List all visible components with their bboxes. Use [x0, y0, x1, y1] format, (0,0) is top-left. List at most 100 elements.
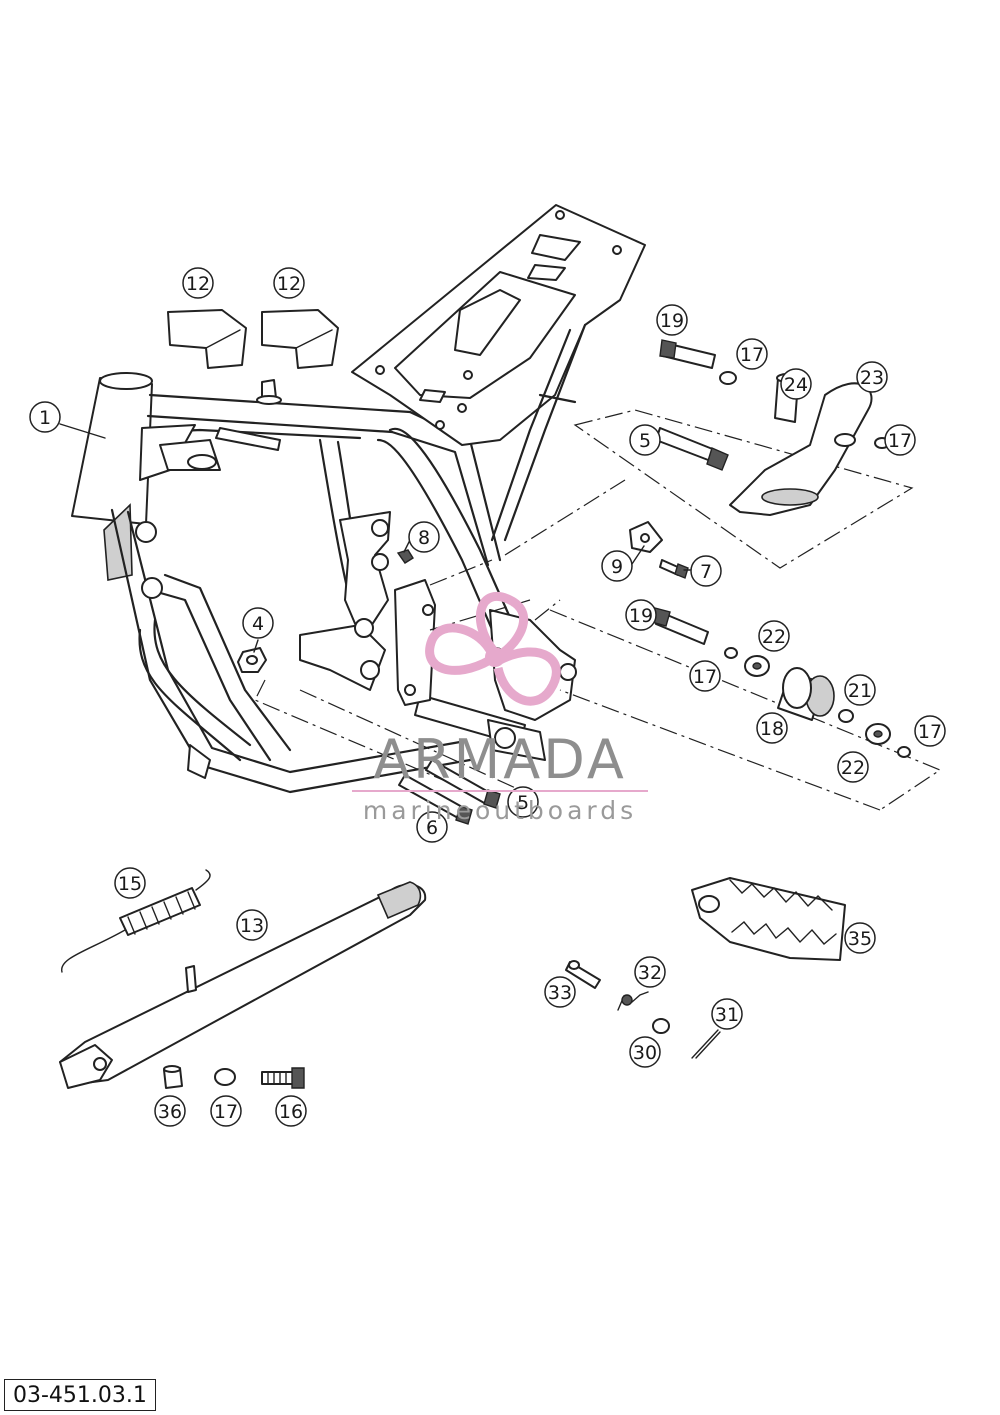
- callout-number: 22: [762, 626, 786, 648]
- roller-assembly: [651, 607, 911, 758]
- callout-circle: [856, 361, 888, 393]
- callout-17: 17: [914, 715, 946, 747]
- callout-circle: [736, 338, 768, 370]
- callout-number: 17: [888, 430, 912, 452]
- callout-number: 21: [848, 680, 872, 702]
- callout-circle: [408, 521, 440, 553]
- callout-6: 6: [416, 811, 448, 843]
- callout-circle: [182, 267, 214, 299]
- callout-number: 7: [700, 561, 712, 583]
- callout-circle: [756, 712, 788, 744]
- callout-number: 12: [186, 273, 210, 295]
- callout-circle: [844, 674, 876, 706]
- callout-24: 24: [780, 368, 812, 400]
- callout-30: 30: [629, 1036, 661, 1068]
- peg-hardware: [565, 960, 721, 1059]
- callout-circle: [416, 811, 448, 843]
- bracket-assembly: [655, 339, 890, 516]
- callout-number: 6: [426, 817, 438, 839]
- callout-12: 12: [182, 267, 214, 299]
- callout-circle: [656, 304, 688, 336]
- callout-number: 31: [715, 1004, 739, 1026]
- callout-number: 18: [760, 718, 784, 740]
- main-frame: [71, 204, 646, 794]
- callout-circle: [711, 998, 743, 1030]
- callout-number: 1: [39, 407, 51, 429]
- callout-23: 23: [856, 361, 888, 393]
- callout-13: 13: [236, 909, 268, 941]
- callout-4: 4: [242, 607, 274, 639]
- callout-number: 4: [252, 613, 264, 635]
- callout-number: 19: [629, 605, 653, 627]
- watermark-sub-text: marineoutboards: [362, 796, 638, 825]
- callout-number: 15: [118, 873, 142, 895]
- callout-circle: [884, 424, 916, 456]
- drawing-code-label: 03-451.03.1: [4, 1379, 156, 1411]
- callout-circle: [837, 751, 869, 783]
- callout-number: 30: [633, 1042, 657, 1064]
- callout-17: 17: [210, 1095, 242, 1127]
- pads-12: [167, 309, 339, 369]
- callout-number: 5: [517, 792, 529, 814]
- callout-number: 35: [848, 928, 872, 950]
- callout-7: 7: [690, 555, 722, 587]
- watermark-logo-icon: [425, 591, 561, 706]
- callout-number: 16: [279, 1101, 303, 1123]
- callout-32: 32: [634, 956, 666, 988]
- callout-number: 33: [548, 982, 572, 1004]
- callout-number: 17: [918, 721, 942, 743]
- callout-number: 32: [638, 962, 662, 984]
- callout-17: 17: [736, 338, 768, 370]
- callout-35: 35: [844, 922, 876, 954]
- callout-circle: [154, 1095, 186, 1127]
- callout-31: 31: [711, 998, 743, 1030]
- callout-circle: [29, 401, 61, 433]
- callout-circle: [634, 956, 666, 988]
- callout-number: 19: [660, 310, 684, 332]
- callout-16: 16: [275, 1095, 307, 1127]
- callout-circle: [629, 424, 661, 456]
- callout-5: 5: [629, 424, 661, 456]
- stand-hardware: [163, 1065, 305, 1089]
- callout-19: 19: [625, 599, 657, 631]
- callout-circle: [544, 976, 576, 1008]
- callout-circle: [689, 660, 721, 692]
- callout-15: 15: [114, 867, 146, 899]
- footpeg-35: [691, 877, 846, 961]
- callout-circle: [758, 620, 790, 652]
- callout-circle: [210, 1095, 242, 1127]
- callout-circle: [914, 715, 946, 747]
- callout-22: 22: [758, 620, 790, 652]
- callout-21: 21: [844, 674, 876, 706]
- callout-18: 18: [756, 712, 788, 744]
- watermark-rule: [352, 790, 648, 792]
- callout-36: 36: [154, 1095, 186, 1127]
- callout-circle: [273, 267, 305, 299]
- callout-19: 19: [656, 304, 688, 336]
- callout-33: 33: [544, 976, 576, 1008]
- spring-15: [61, 869, 211, 973]
- callout-circle: [625, 599, 657, 631]
- callout-circle: [844, 922, 876, 954]
- callout-12: 12: [273, 267, 305, 299]
- callout-number: 17: [740, 344, 764, 366]
- callout-number: 23: [860, 367, 884, 389]
- callout-number: 13: [240, 915, 264, 937]
- callout-number: 9: [611, 556, 623, 578]
- callout-number: 5: [639, 430, 651, 452]
- callout-circle: [601, 550, 633, 582]
- callout-circle: [629, 1036, 661, 1068]
- callouts: [59, 423, 691, 653]
- callout-number: 17: [693, 666, 717, 688]
- callout-number: 36: [158, 1101, 182, 1123]
- callout-22: 22: [837, 751, 869, 783]
- callout-17: 17: [689, 660, 721, 692]
- callout-number: 12: [277, 273, 301, 295]
- callout-circle: [242, 607, 274, 639]
- callout-5: 5: [507, 786, 539, 818]
- callout-circle: [236, 909, 268, 941]
- nut-4: [237, 647, 267, 673]
- callout-number: 22: [841, 757, 865, 779]
